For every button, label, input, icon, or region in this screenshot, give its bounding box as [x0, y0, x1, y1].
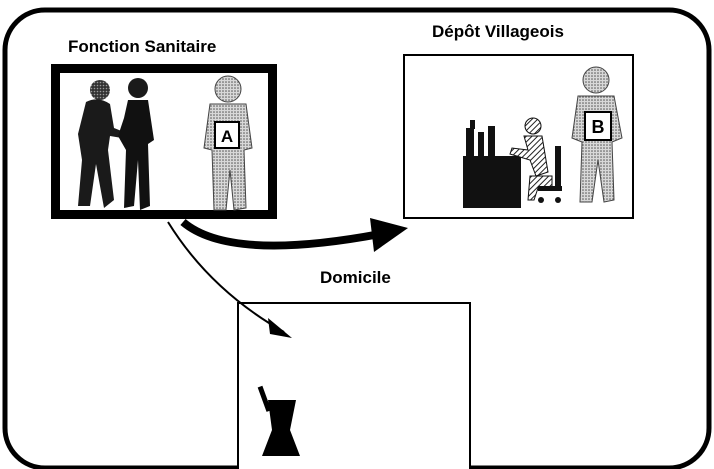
domicile-panel: [237, 302, 471, 469]
depot-villageois-title: Dépôt Villageois: [432, 22, 564, 41]
badge-b-letter: B: [592, 117, 605, 137]
badge-a: [214, 121, 240, 149]
mortar-pestle-icon: [257, 385, 300, 456]
health-worker-icon: A: [203, 75, 253, 211]
arrow-to-domicile: [167, 221, 292, 338]
depot-villageois-panel: B: [403, 54, 634, 219]
badge-a-letter: A: [221, 127, 233, 146]
consultation-people-icon: [78, 78, 154, 210]
panel-border: [237, 302, 471, 469]
arrow-to-depot: [180, 218, 408, 252]
badge-b: [584, 111, 612, 141]
fonction-sanitaire-title: Fonction Sanitaire: [68, 37, 217, 56]
fonction-sanitaire-panel: A: [51, 64, 277, 219]
domicile-title: Domicile: [320, 268, 391, 287]
storekeeper-desk-icon: [463, 117, 562, 208]
depot-agent-icon: B: [571, 66, 623, 203]
